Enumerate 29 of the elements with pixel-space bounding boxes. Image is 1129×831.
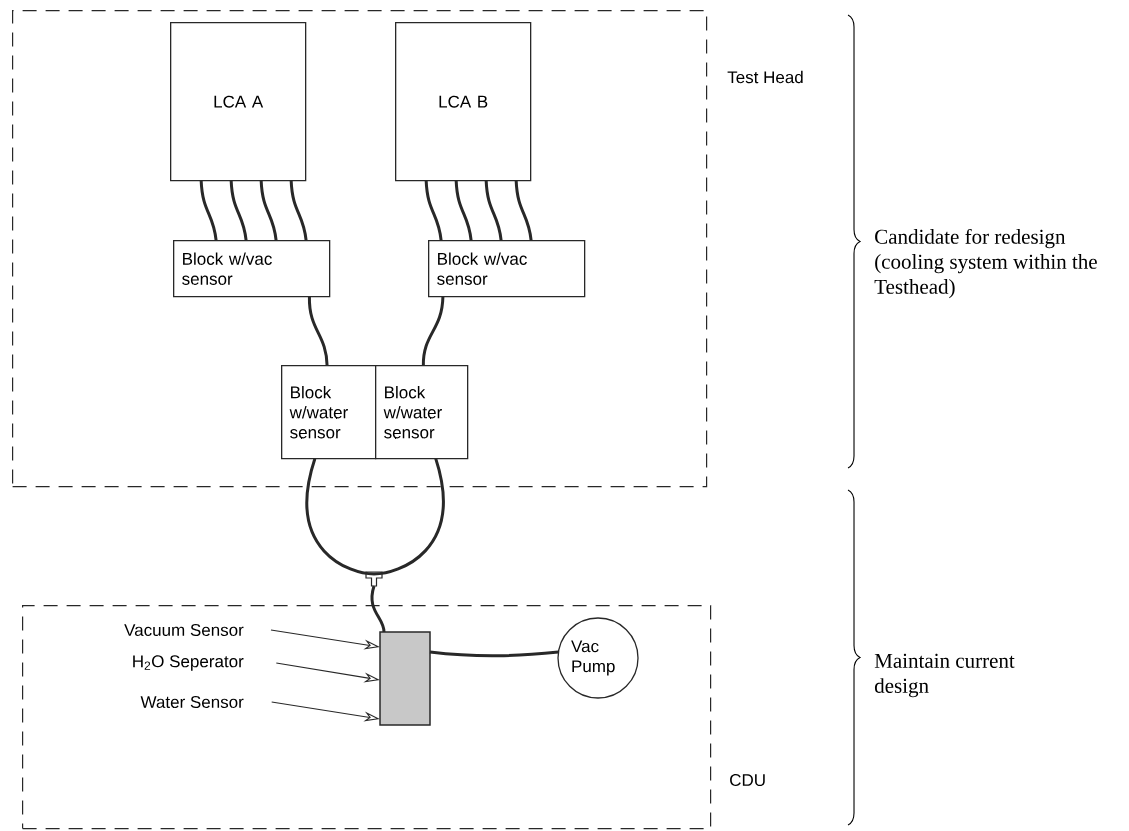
component-box: Block w/water sensor [375,365,469,460]
node-label: CDU [730,773,765,787]
hose-line [424,180,443,241]
hose-line [514,180,533,241]
component-box: Block w/vac sensor [173,240,331,298]
note-text: Maintain current design [874,653,1015,698]
component-box: LCA B [395,22,532,182]
hose-line [373,458,445,576]
part-label: H$_{2}$O Seperator [133,655,244,671]
hose-line [229,180,248,241]
node-label: Test Head [727,70,803,84]
hose-line [484,180,503,241]
hose-line [307,296,329,366]
hose-line [454,180,473,241]
hose-line [289,180,308,241]
part-label: Vacuum Sensor [124,624,244,637]
component-box: Block w/vac sensor [428,240,586,298]
hose-line [259,180,278,241]
component-box: Block w/water sensor [281,365,377,460]
hose-line [370,585,386,633]
t-fitting [365,571,383,587]
hose-line [305,458,375,576]
separator-block [379,631,431,726]
component-box: LCA A [170,22,307,182]
part-label: Water Sensor [140,696,244,709]
hose-line [199,180,218,241]
hose-line [421,296,445,366]
hose-line [429,650,559,658]
note-text: Candidate for redesign (cooling system within the Testhead) [874,228,1097,299]
